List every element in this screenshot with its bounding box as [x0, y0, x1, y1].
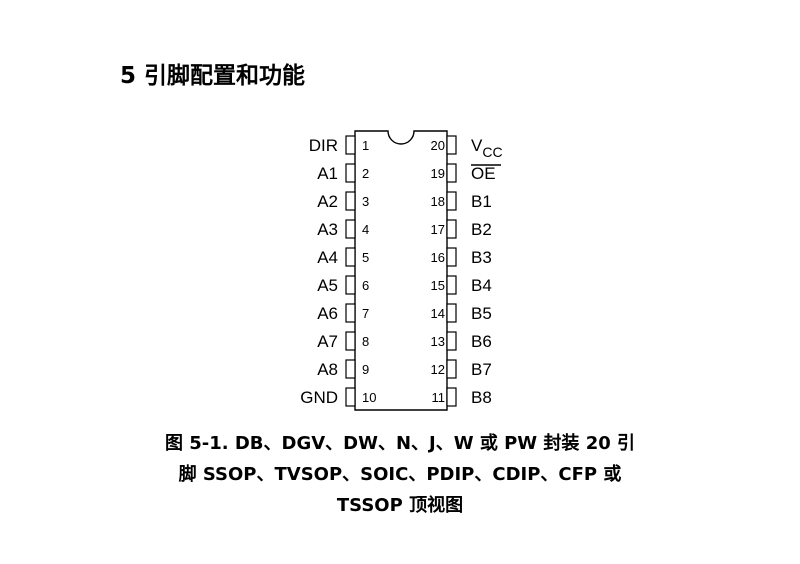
- pin-number-left: 6: [362, 278, 369, 293]
- pin-name-right: OE: [471, 164, 496, 183]
- pin-lead-right: [446, 135, 457, 155]
- caption-line-3: TSSOP 顶视图: [336, 495, 464, 516]
- pin-lead-left: [345, 359, 356, 379]
- pin-lead-right: [446, 247, 457, 267]
- pin-lead-left: [345, 163, 356, 183]
- figure-caption: 图 5-1. DB、DGV、DW、N、J、W 或 PW 封装 20 引 脚 SS…: [100, 428, 700, 521]
- pin-number-left: 7: [362, 306, 369, 321]
- pin-name-right: B1: [471, 192, 492, 211]
- pin-number-right: 12: [431, 362, 445, 377]
- pin-number-right: 11: [432, 390, 446, 405]
- section-number: 5: [120, 63, 137, 89]
- pin-lead-left: [345, 331, 356, 351]
- pin-number-right: 13: [431, 334, 445, 349]
- pin-name-right: B3: [471, 248, 492, 267]
- caption-line-1: 图 5-1. DB、DGV、DW、N、J、W 或 PW 封装 20 引: [164, 433, 636, 454]
- pin-number-left: 1: [362, 138, 369, 153]
- pin-lead-left: [345, 387, 356, 407]
- pin-name-left: A3: [317, 220, 338, 239]
- pin-name-left: A4: [317, 248, 338, 267]
- pin-lead-right: [446, 387, 457, 407]
- pin-lead-right: [446, 275, 457, 295]
- pin-name-left: A1: [317, 164, 338, 183]
- pin-lead-left: [345, 303, 356, 323]
- pin-number-left: 9: [362, 362, 369, 377]
- pin-number-right: 17: [431, 222, 445, 237]
- pin-name-left: A2: [317, 192, 338, 211]
- pin-name-left: GND: [300, 388, 338, 407]
- pin-number-left: 2: [362, 166, 369, 181]
- ic-body-outline: [354, 130, 448, 411]
- pin-name-left: A6: [317, 304, 338, 323]
- pin-lead-right: [446, 331, 457, 351]
- pin-number-left: 5: [362, 250, 369, 265]
- pin-name-left: A5: [317, 276, 338, 295]
- pin-name-right: B8: [471, 388, 492, 407]
- pin-number-left: 10: [362, 390, 376, 405]
- pin-name-right: B6: [471, 332, 492, 351]
- pin-number-right: 20: [431, 138, 445, 153]
- pin-lead-left: [345, 135, 356, 155]
- pin-name-left: DIR: [309, 136, 338, 155]
- pin-name-right: B7: [471, 360, 492, 379]
- pin-lead-right: [446, 303, 457, 323]
- pinout-diagram: 1 DIR 2 A1 3 A2 4 A3 5 A4 6 A5 7 A6 8 A7 9 A8 10 GND 20 VCC 19…: [300, 130, 503, 411]
- section-heading: 5 引脚配置和功能: [120, 56, 305, 90]
- pin-lead-left: [345, 247, 356, 267]
- pin-lead-right: [446, 219, 457, 239]
- pin-number-right: 15: [431, 278, 445, 293]
- pin-lead-left: [345, 219, 356, 239]
- pin-lead-left: [345, 191, 356, 211]
- pin-number-left: 3: [362, 194, 369, 209]
- pin-name-right: VCC: [471, 136, 503, 160]
- pin-number-left: 8: [362, 334, 369, 349]
- pin-name-right: B4: [471, 276, 492, 295]
- pin-number-right: 19: [431, 166, 445, 181]
- section-title-text: 引脚配置和功能: [144, 63, 306, 89]
- pin-name-left: A8: [317, 360, 338, 379]
- pin-lead-right: [446, 359, 457, 379]
- caption-line-2: 脚 SSOP、TVSOP、SOIC、PDIP、CDIP、CFP 或: [178, 464, 622, 485]
- pin-lead-left: [345, 275, 356, 295]
- pin-lead-right: [446, 191, 457, 211]
- pin-number-right: 14: [431, 306, 445, 321]
- pin-name-right: B5: [471, 304, 492, 323]
- pin-number-left: 4: [362, 222, 369, 237]
- pin-lead-right: [446, 163, 457, 183]
- pin-name-left: A7: [317, 332, 338, 351]
- pin-number-right: 18: [431, 194, 445, 209]
- pin-name-right: B2: [471, 220, 492, 239]
- pin-number-right: 16: [431, 250, 445, 265]
